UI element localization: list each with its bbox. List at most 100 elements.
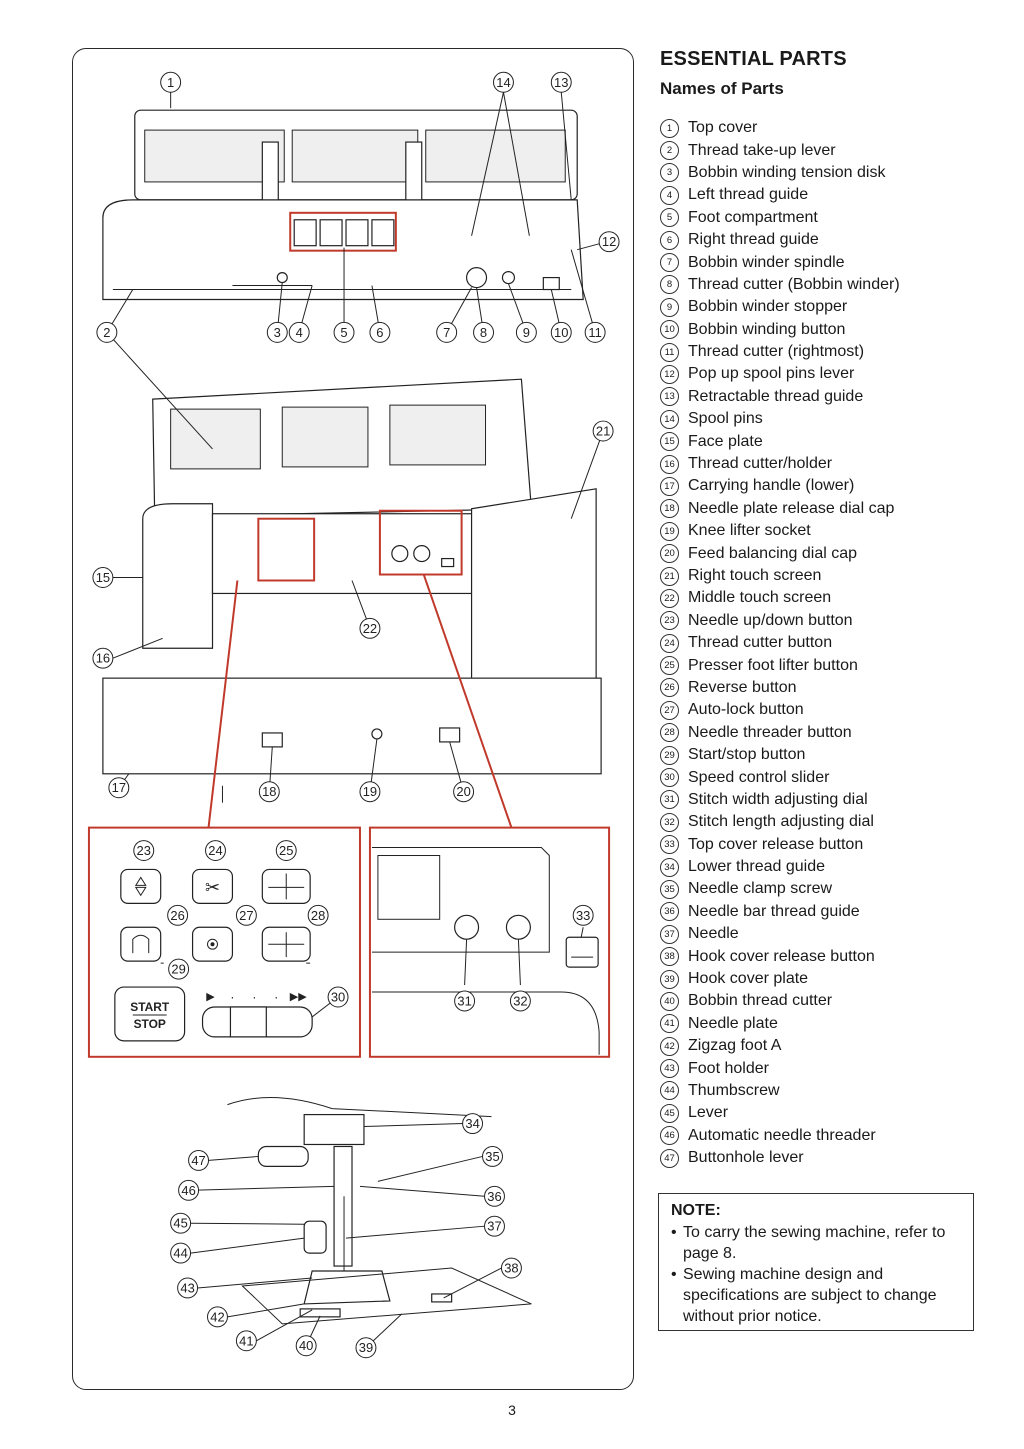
part-number-badge: 36 [660, 902, 679, 922]
part-name: Foot holder [688, 1059, 769, 1077]
part-name: Middle touch screen [688, 589, 832, 607]
section-subtitle: Names of Parts [660, 79, 784, 98]
svg-text:29: 29 [171, 962, 185, 977]
svg-text:▶▶: ▶▶ [290, 991, 307, 1003]
part-name: Hook cover plate [688, 970, 809, 988]
callout-43: 43 [177, 1277, 199, 1299]
part-name: Bobbin winder spindle [688, 253, 845, 271]
part-name: Needle [688, 925, 739, 943]
part-name: Needle plate release dial cap [688, 499, 895, 517]
callout-3: 3 [266, 321, 288, 343]
part-name: Thumbscrew [688, 1081, 780, 1099]
part-number-badge: 11 [660, 342, 679, 362]
callout-20: 20 [453, 781, 475, 803]
part-name: Lever [688, 1104, 729, 1122]
callout-30: 30 [327, 986, 349, 1008]
svg-text:13: 13 [554, 75, 568, 90]
part-number-badge: 24 [660, 633, 679, 653]
callout-45: 45 [170, 1212, 192, 1234]
svg-text:8: 8 [480, 325, 487, 340]
svg-text:37: 37 [487, 1219, 501, 1234]
svg-text:40: 40 [299, 1338, 313, 1353]
svg-text:1: 1 [167, 75, 174, 90]
part-number-badge: 33 [660, 835, 679, 855]
svg-text:15: 15 [96, 570, 110, 585]
part-number-badge: 45 [660, 1103, 679, 1123]
part-number-badge: 23 [660, 611, 679, 631]
part-number-badge: 19 [660, 521, 679, 541]
svg-text:36: 36 [487, 1189, 501, 1204]
part-number-badge: 39 [660, 969, 679, 989]
callout-1: 1 [160, 71, 182, 93]
callout-10: 10 [550, 321, 572, 343]
svg-text:21: 21 [596, 424, 610, 439]
parts-list-item: 45 Lever [660, 1102, 990, 1124]
part-name: Bobbin thread cutter [688, 992, 833, 1010]
svg-text:46: 46 [181, 1183, 195, 1198]
part-number-badge: 8 [660, 275, 679, 295]
part-number-badge: 43 [660, 1059, 679, 1079]
part-name: Zigzag foot A [688, 1037, 782, 1055]
note-item: To carry the sewing machine, refer to pa… [671, 1222, 963, 1264]
part-name: Thread cutter (rightmost) [688, 343, 865, 361]
button-panel-detail: ✂ START STOP ▶ · · · ▶▶ [87, 826, 361, 1058]
callout-33: 33 [572, 904, 594, 926]
callout-46: 46 [178, 1179, 200, 1201]
svg-text:44: 44 [173, 1246, 187, 1261]
callout-13: 13 [550, 71, 572, 93]
svg-text:14: 14 [496, 75, 510, 90]
part-number-badge: 12 [660, 364, 679, 384]
svg-text:·: · [274, 990, 278, 1005]
part-name: Feed balancing dial cap [688, 544, 858, 562]
part-number-badge: 5 [660, 208, 679, 228]
callout-28: 28 [307, 904, 329, 926]
svg-text:41: 41 [239, 1333, 253, 1348]
parts-list-item: 43 Foot holder [660, 1057, 990, 1079]
part-number-badge: 6 [660, 230, 679, 250]
svg-text:28: 28 [311, 908, 325, 923]
dial-panel-detail [368, 826, 611, 1058]
callout-5: 5 [333, 321, 355, 343]
part-name: Thread cutter/holder [688, 455, 833, 473]
page-title: ESSENTIAL PARTS [660, 48, 847, 70]
callout-32: 32 [509, 990, 531, 1012]
callout-47: 47 [188, 1149, 210, 1171]
part-name: Retractable thread guide [688, 387, 864, 405]
svg-text:10: 10 [554, 325, 568, 340]
part-number-badge: 21 [660, 566, 679, 586]
part-name: Thread cutter button [688, 634, 833, 652]
callout-39: 39 [355, 1337, 377, 1359]
svg-text:42: 42 [210, 1309, 224, 1324]
part-name: Auto-lock button [688, 701, 804, 719]
part-number-badge: 28 [660, 723, 679, 743]
part-name: Needle plate [688, 1014, 778, 1032]
page-number: 3 [508, 1402, 516, 1418]
svg-text:18: 18 [262, 784, 276, 799]
part-number-badge: 3 [660, 163, 679, 183]
machine-front-view [102, 378, 602, 803]
svg-text:22: 22 [363, 621, 377, 636]
note-box: NOTE: To carry the sewing machine, refer… [658, 1193, 974, 1331]
part-name: Start/stop button [688, 746, 806, 764]
callout-19: 19 [359, 781, 381, 803]
